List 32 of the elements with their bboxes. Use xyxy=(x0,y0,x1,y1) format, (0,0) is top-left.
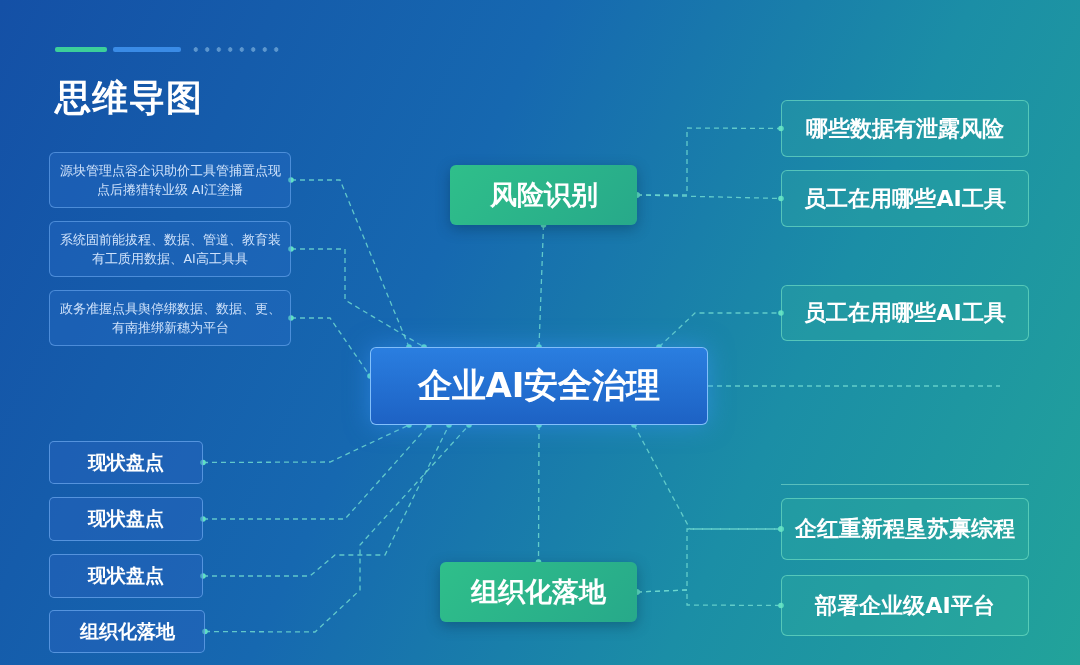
node-label: 组织化落地 xyxy=(471,575,606,609)
leaf-box xyxy=(781,498,1029,560)
node-label: 员工在用哪些AI工具 xyxy=(804,184,1006,213)
node-label: 组织化落地 xyxy=(79,618,175,644)
node-label: 现状盘点 xyxy=(88,506,164,531)
topic-box xyxy=(49,610,205,653)
node-label: 系统固前能拔程、数据、管道、教育装有工质用数据、AI高工具具 xyxy=(58,230,282,268)
topic-box xyxy=(49,441,203,484)
leaf-box xyxy=(781,170,1029,227)
node-label: 企业AI安全治理 xyxy=(417,364,661,407)
leaf-box xyxy=(781,575,1029,636)
node-label: 部署企业级AI平台 xyxy=(815,591,995,620)
node-label: 政务准握点具舆停绑数据、数据、更、有南推绑新穗为平台 xyxy=(58,299,282,337)
title: 思维导图 xyxy=(55,76,203,120)
node-label: 哪些数据有泄露风险 xyxy=(806,114,1004,143)
topic-box xyxy=(49,554,203,598)
branch-box xyxy=(450,165,637,225)
branch-box xyxy=(440,562,637,622)
node-label: 源块管理点容企识助价工具管捕置点现点后捲猎转业级 AI江塗播 xyxy=(58,161,282,199)
node-label: 现状盘点 xyxy=(88,563,164,588)
node-label: 风险识别 xyxy=(489,178,598,212)
topic-box xyxy=(49,497,203,541)
leaf-box xyxy=(781,100,1029,157)
node-label: 员工在用哪些AI工具 xyxy=(804,299,1006,327)
note-box xyxy=(49,290,291,346)
central-topic-box xyxy=(370,347,708,425)
note-box xyxy=(49,152,291,208)
node-label: 企红重新程垦苏禀综程 xyxy=(795,515,1015,543)
node-label: 现状盘点 xyxy=(88,449,164,475)
connector-line xyxy=(707,385,1001,387)
leaf-box xyxy=(781,285,1029,341)
note-box xyxy=(49,221,291,277)
